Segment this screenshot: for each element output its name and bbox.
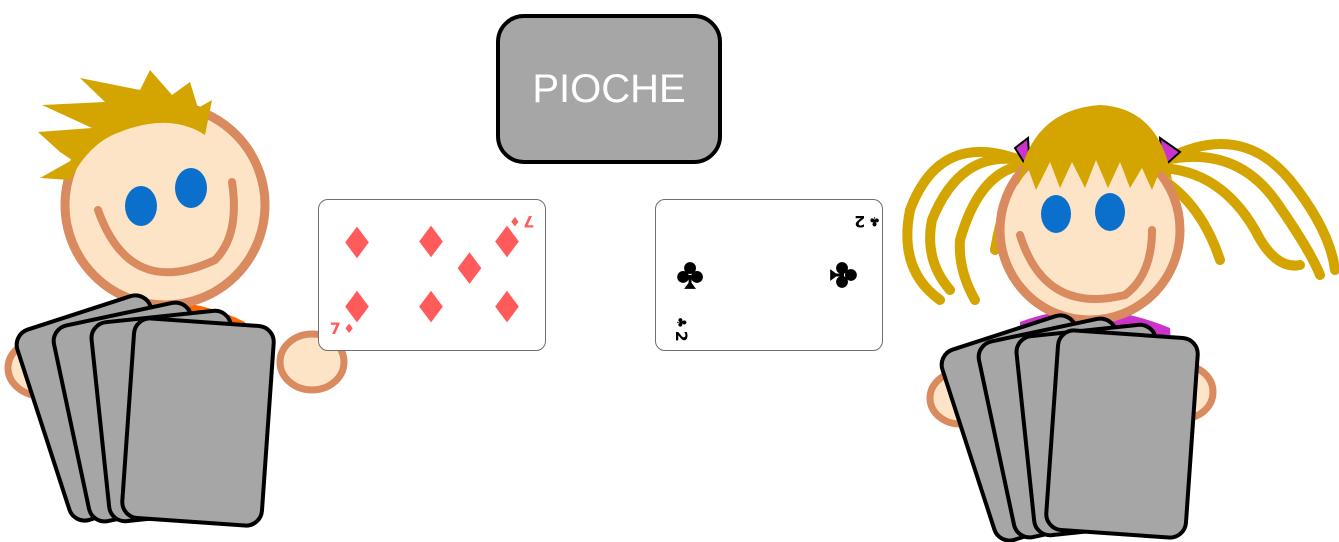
svg-text:2: 2 — [854, 212, 865, 231]
girl-smile — [1016, 226, 1156, 303]
girl-pigtail-left — [902, 146, 1035, 305]
girl-pigtail-right — [1150, 139, 1339, 280]
boy-eye-right — [175, 168, 207, 208]
girl-bangs — [1018, 105, 1172, 190]
diamond-pips — [345, 225, 519, 323]
draw-pile-button[interactable]: PIOCHE — [496, 14, 722, 164]
girl-eye-left — [1041, 195, 1071, 233]
boy-played-card[interactable]: 7 ♦ 7 ♦ — [318, 199, 546, 351]
draw-pile-label: PIOCHE — [532, 66, 686, 111]
svg-text:♣: ♣ — [869, 213, 881, 228]
club-pips — [677, 262, 857, 289]
girl-played-card[interactable]: 2 ♣ 2 ♣ — [655, 199, 883, 351]
boy-smile — [94, 178, 238, 277]
girl-card-top-index: 2 ♣ — [854, 212, 880, 231]
boy-hand-card-4[interactable] — [120, 316, 276, 528]
svg-text:♣: ♣ — [673, 317, 688, 329]
boy-card-top-index: 7 ♦ — [509, 212, 534, 231]
girl-card-hand[interactable] — [938, 311, 1200, 542]
girl-hand-card-4[interactable] — [1044, 328, 1200, 540]
svg-text:2: 2 — [672, 331, 691, 342]
girl-player — [902, 105, 1339, 542]
girl-card-bottom-index: 2 ♣ — [672, 317, 691, 342]
svg-text:♦: ♦ — [343, 322, 355, 337]
boy-player — [4, 70, 348, 528]
boy-card-hand[interactable] — [13, 291, 276, 528]
svg-text:♦: ♦ — [509, 213, 520, 228]
boy-eye-left — [125, 186, 157, 226]
svg-text:7: 7 — [330, 319, 341, 338]
girl-eye-right — [1095, 193, 1125, 231]
boy-hair — [38, 70, 212, 180]
svg-text:7: 7 — [523, 212, 534, 231]
boy-card-bottom-index: 7 ♦ — [330, 319, 355, 338]
